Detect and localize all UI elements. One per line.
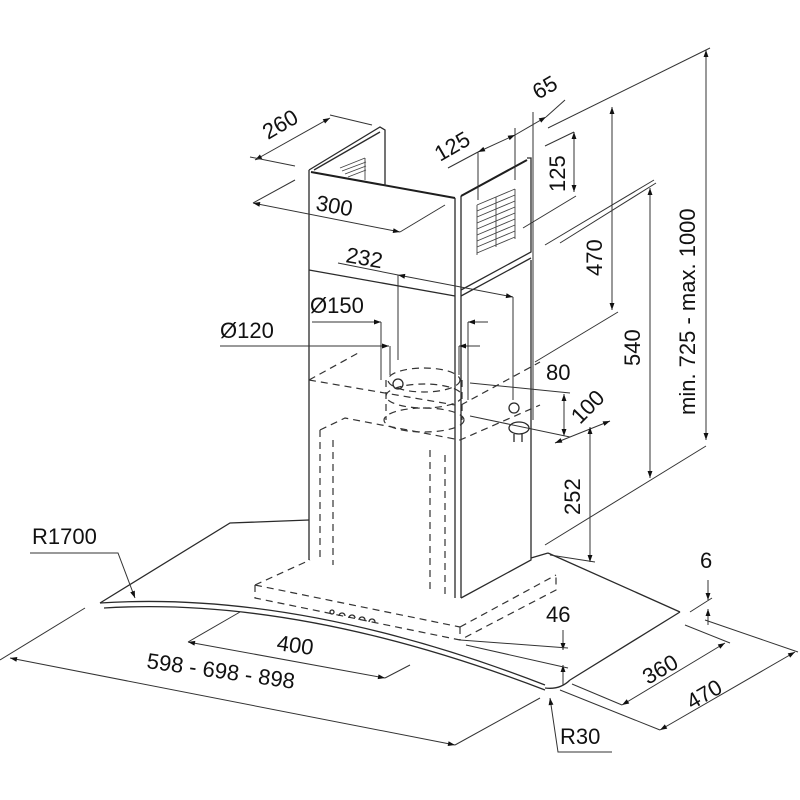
label-vent-offset: 65 [528,70,562,104]
label-corner-radius: R30 [560,724,600,749]
label-vent-height: 125 [545,155,570,192]
label-glass-depth: 470 [682,674,726,714]
label-bracket-spacing: 232 [344,242,385,273]
label-vent-width: 125 [430,126,474,166]
label-outlet-large: Ø150 [310,293,364,318]
label-glass-curve-radius: R1700 [32,524,97,549]
label-upper-chimney-height: 470 [582,239,607,276]
button-3 [358,616,366,621]
label-chimney-depth: 260 [258,104,302,144]
screw-left [392,378,404,390]
label-bracket-depth: 100 [566,385,610,429]
button-1 [338,612,346,617]
button-2 [348,614,356,619]
label-body-height: 252 [560,478,585,515]
control-buttons [329,609,376,623]
label-total-height: min. 725 - max. 1000 [675,208,700,415]
label-chimney-to-glass-height: 540 [620,329,645,366]
canopy [254,559,557,641]
left-vent-grille [339,157,367,180]
label-canopy-height: 46 [546,602,570,627]
label-bracket-height: 80 [546,360,570,385]
screw-right [508,402,520,414]
label-body-depth: 360 [638,649,682,689]
button-4 [368,618,376,623]
button-dot [329,609,335,615]
label-outlet-small: Ø120 [220,318,274,343]
label-glass-thickness: 6 [700,548,712,573]
right-vent-grille [476,188,516,255]
label-hood-widths: 598 - 698 - 898 [145,648,296,694]
dimension-lines [0,47,799,753]
label-control-width: 400 [275,630,315,660]
glass-canopy [99,519,681,691]
motor-body [308,260,541,599]
